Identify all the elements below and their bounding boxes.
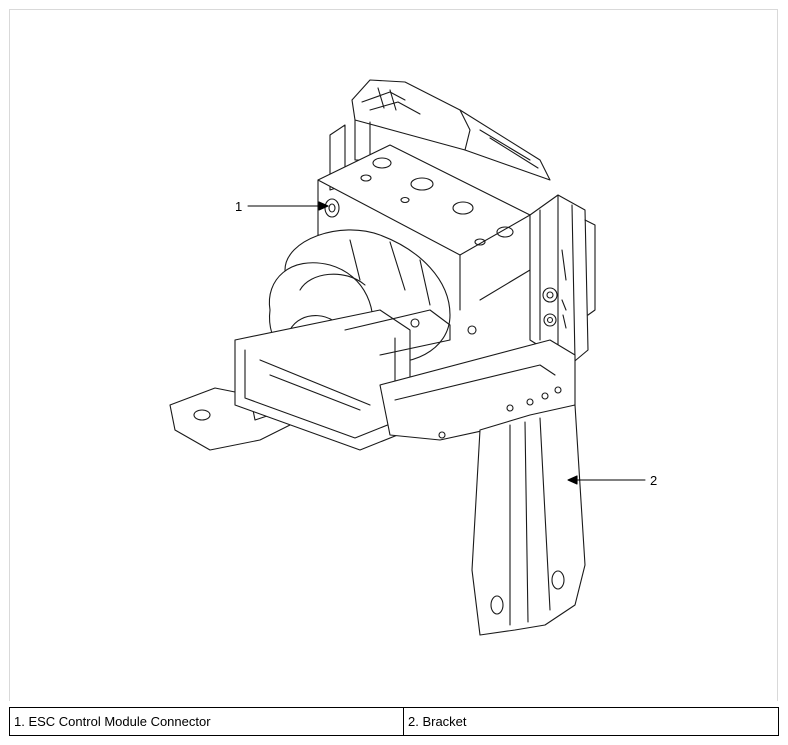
legend-row: 1. ESC Control Module Connector 2. Brack… bbox=[9, 707, 779, 736]
legend-item-2: 2. Bracket bbox=[403, 707, 779, 736]
hydraulic-block bbox=[317, 144, 531, 311]
left-bracket-arm bbox=[169, 309, 477, 451]
ecu-cover bbox=[529, 194, 596, 366]
legend-item-1: 1. ESC Control Module Connector bbox=[9, 707, 404, 736]
right-bracket-leg bbox=[379, 339, 586, 636]
callout-1: 1 bbox=[235, 199, 329, 214]
legend-table: 1. ESC Control Module Connector 2. Brack… bbox=[9, 707, 779, 736]
esc-module-illustration: 1 2 bbox=[169, 79, 657, 636]
callout-2: 2 bbox=[567, 473, 657, 488]
callout-1-number: 1 bbox=[235, 199, 242, 214]
figure-frame: 1 2 bbox=[9, 9, 778, 701]
callout-2-number: 2 bbox=[650, 473, 657, 488]
